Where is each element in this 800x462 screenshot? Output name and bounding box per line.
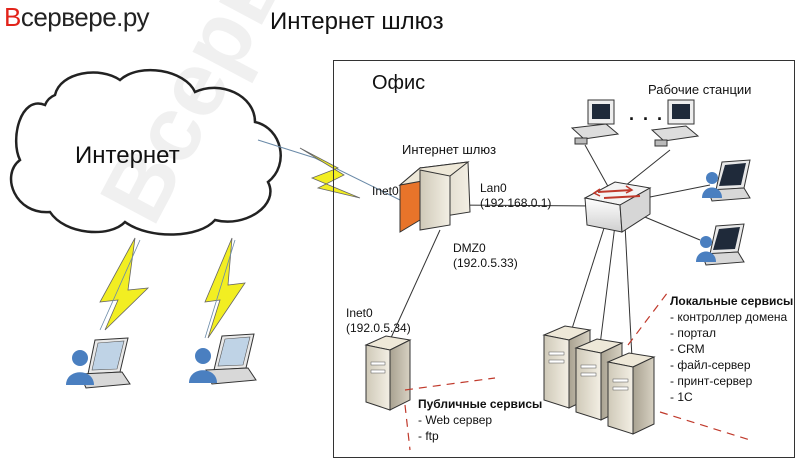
connection-lines: [389, 144, 711, 359]
remote-user-2: [189, 333, 257, 385]
office-label: Офис: [372, 72, 426, 94]
wireless-links: [99, 147, 361, 339]
list-item: - CRM: [670, 342, 705, 356]
public-server: [364, 335, 412, 411]
list-item: - ftp: [418, 429, 439, 443]
workstation-1: [570, 99, 620, 145]
gateway-server: [398, 161, 471, 233]
network-switch: [583, 181, 652, 233]
office-frame: [333, 60, 795, 458]
public-services-title: Публичные сервисы: [418, 397, 543, 411]
gateway-dmz-ip: (192.0.5.33): [453, 256, 518, 270]
user-icon: [72, 350, 88, 366]
public-services-list: Публичные сервисы - Web сервер - ftp: [418, 396, 542, 444]
local-server-3: [606, 352, 656, 435]
remote-user-1: [66, 337, 131, 389]
internet-cloud: [9, 68, 282, 236]
list-item: - портал: [670, 326, 716, 340]
list-item: - Web сервер: [418, 413, 493, 427]
lightning-icon: [99, 237, 150, 331]
user-icon: [195, 348, 211, 364]
public-server-ip: (192.0.5.34): [346, 321, 411, 335]
page-title: Интернет шлюз: [270, 8, 444, 35]
list-item: - принт-сервер: [670, 374, 753, 388]
laptop-user-1: [702, 159, 751, 202]
laptop-user-2: [696, 223, 745, 266]
logo-text: сервере.ру: [20, 2, 150, 32]
site-logo[interactable]: Всервере.ру: [4, 2, 150, 33]
local-services-title: Локальные сервисы: [670, 294, 794, 308]
user-icon: [700, 236, 712, 248]
gateway-lan-ip: (192.168.0.1): [480, 196, 552, 210]
list-item: - контроллер домена: [670, 310, 788, 324]
gateway-inet-iface: Inet0: [372, 184, 399, 198]
logo-initial: В: [4, 2, 21, 32]
lightning-icon: [299, 147, 361, 199]
lightning-icon: [204, 237, 246, 339]
user-icon: [706, 172, 718, 184]
workstations-ellipsis: . . .: [629, 104, 665, 124]
dashed-brackets: [404, 291, 751, 451]
list-item: - файл-сервер: [670, 358, 751, 372]
workstation-2: [650, 99, 700, 147]
gateway-title: Интернет шлюз: [402, 142, 497, 157]
gateway-dmz-iface: DMZ0: [453, 241, 486, 255]
workstations-label: Рабочие станции: [648, 82, 752, 97]
public-server-iface: Inet0: [346, 306, 373, 320]
local-services-list: Локальные сервисы - контроллер домена - …: [670, 293, 793, 405]
internet-label: Интернет: [75, 142, 180, 169]
uplink-line: [257, 139, 401, 201]
gateway-lan-iface: Lan0: [480, 181, 507, 195]
list-item: - 1С: [670, 390, 693, 404]
